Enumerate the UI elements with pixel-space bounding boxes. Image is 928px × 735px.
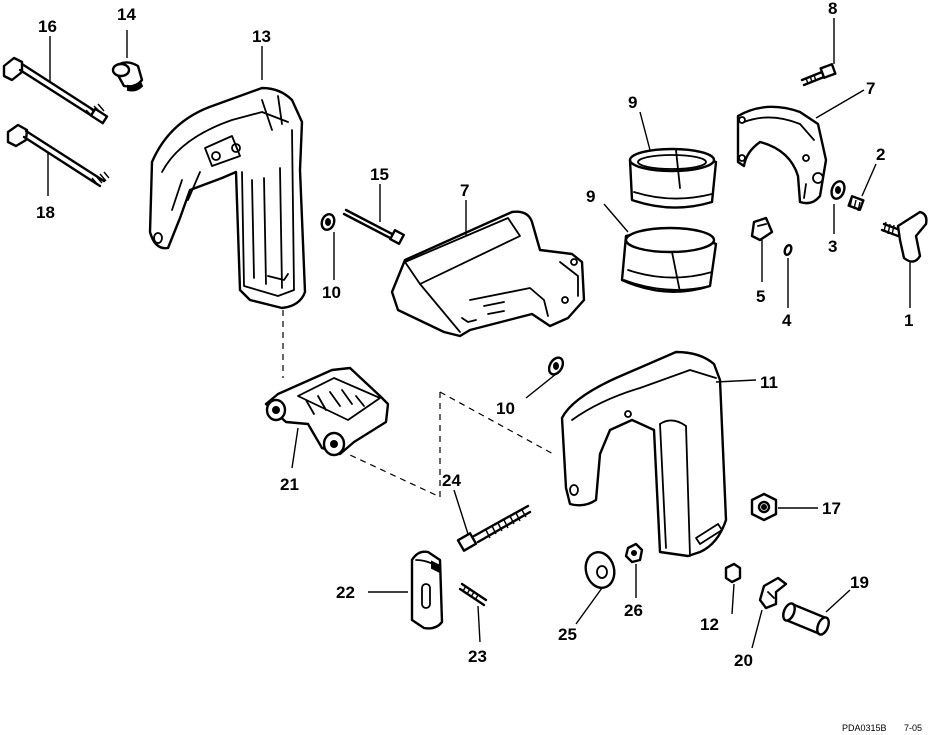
part-5-pad — [750, 216, 774, 242]
callout-7-housing: 7 — [460, 181, 469, 200]
part-24-threaded-stud — [456, 504, 532, 552]
callout-labels: 16 14 13 18 15 10 7 9 9 8 7 2 3 5 4 1 10… — [36, 0, 913, 670]
callout-16: 16 — [38, 17, 57, 36]
callout-15: 15 — [370, 165, 389, 184]
part-16-long-bolt — [2, 56, 109, 125]
part-8-small-bolt — [800, 63, 837, 87]
callout-18: 18 — [36, 203, 55, 222]
callout-7-strap: 7 — [866, 79, 875, 98]
callout-20: 20 — [734, 651, 753, 670]
part-1-wing-screw — [880, 210, 928, 263]
part-19-sleeve — [782, 602, 830, 636]
part-26-nut — [624, 542, 644, 564]
part-4-o-ring — [783, 243, 793, 257]
callout-9-upper: 9 — [628, 93, 637, 112]
part-11-clamp-bracket — [560, 350, 728, 558]
part-7-swivel-housing — [390, 210, 586, 338]
callout-17: 17 — [822, 499, 841, 518]
part-3-washer — [830, 180, 846, 200]
callout-4: 4 — [782, 311, 792, 330]
callout-12: 12 — [700, 615, 719, 634]
part-12-nut — [724, 562, 742, 584]
part-10-washer-upper — [320, 213, 336, 231]
callout-24: 24 — [442, 471, 461, 490]
part-9-bushing-upper — [628, 147, 718, 209]
callout-22: 22 — [336, 583, 355, 602]
part-23-pin — [458, 582, 488, 607]
callout-2: 2 — [876, 145, 885, 164]
callout-9-lower: 9 — [586, 187, 595, 206]
footer: PDA0315B 7-05 — [842, 723, 922, 733]
callout-25: 25 — [558, 625, 577, 644]
callout-1: 1 — [904, 311, 913, 330]
part-18-long-bolt — [6, 123, 110, 188]
callout-11: 11 — [760, 373, 778, 392]
part-20-clip — [758, 576, 788, 610]
part-2-set-screw — [847, 195, 865, 212]
callout-23: 23 — [468, 647, 487, 666]
part-15-rod — [342, 208, 405, 245]
callout-13: 13 — [252, 27, 271, 46]
part-14-plug — [111, 61, 144, 92]
part-21-swivel-link — [264, 366, 390, 457]
callout-21: 21 — [280, 475, 299, 494]
callout-26: 26 — [624, 601, 643, 620]
callout-3: 3 — [828, 237, 837, 256]
callout-14: 14 — [117, 5, 136, 24]
part-10-washer-lower — [547, 356, 565, 376]
footer-date: 7-05 — [904, 723, 922, 733]
callout-8: 8 — [828, 0, 837, 18]
part-17-nut — [750, 492, 778, 522]
part-25-disc — [584, 551, 616, 589]
callout-10-upper: 10 — [322, 283, 341, 302]
callout-leaders — [47, 18, 911, 649]
part-22-slotted-plate — [410, 550, 444, 630]
part-13-clamp-bracket — [148, 86, 307, 310]
callout-10-lower: 10 — [496, 399, 515, 418]
assembly-guide-lines — [282, 310, 556, 498]
part-7-clamp-strap — [736, 105, 828, 205]
callout-5: 5 — [756, 287, 765, 306]
callout-19: 19 — [850, 573, 869, 592]
footer-code: PDA0315B — [842, 723, 887, 733]
part-9-bushing-lower — [620, 226, 718, 293]
